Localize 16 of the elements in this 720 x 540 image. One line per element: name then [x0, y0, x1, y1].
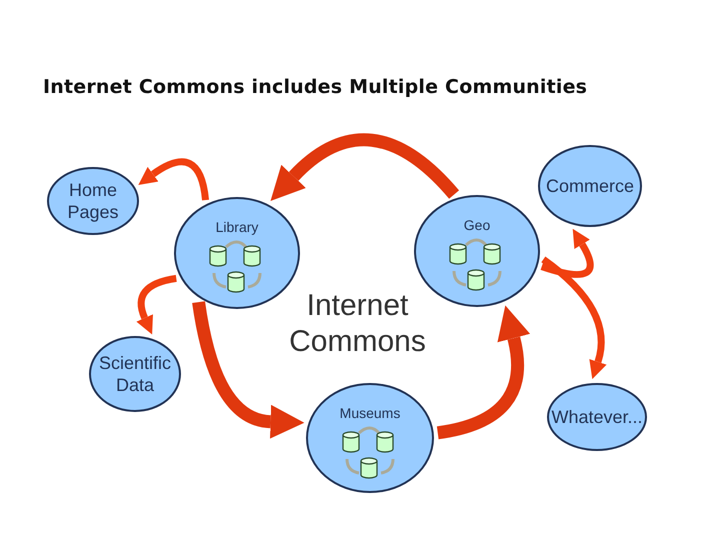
- node-label: Scientific Data: [98, 352, 172, 396]
- curved-arrow: [138, 158, 210, 200]
- center-label: Internet Commons: [288, 288, 427, 360]
- node-label: Museums: [340, 405, 400, 421]
- node-label: Whatever...: [551, 406, 643, 428]
- curved-arrow: [436, 305, 530, 440]
- node-label: Library: [216, 219, 258, 235]
- node-label: Home Pages: [66, 179, 120, 223]
- curved-arrow: [541, 256, 607, 380]
- curved-arrow: [540, 228, 594, 278]
- curved-arrow: [192, 301, 304, 438]
- node-label: Commerce: [546, 175, 634, 197]
- curved-arrow: [269, 134, 459, 200]
- curved-arrow: [136, 274, 177, 335]
- node-label: Geo: [464, 217, 490, 233]
- diagram-title: Internet Commons includes Multiple Communities: [43, 76, 588, 98]
